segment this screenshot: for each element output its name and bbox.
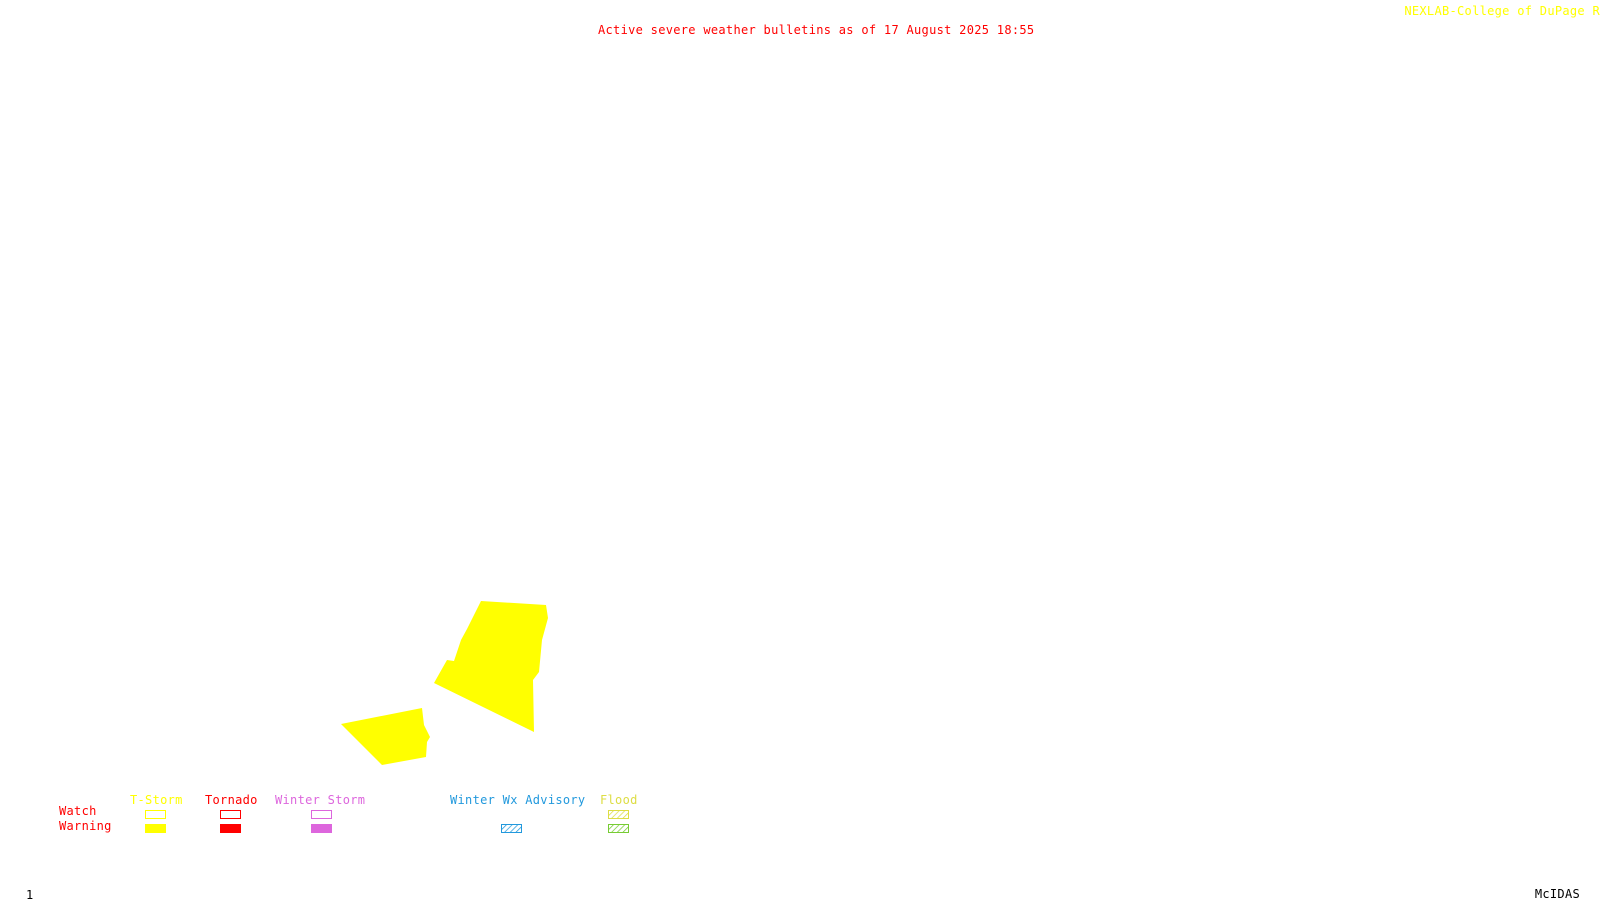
source-credit: NEXLAB-College of DuPage R — [1404, 4, 1600, 18]
legend-label-tstorm: T-Storm — [130, 793, 183, 807]
tstorm-warning-polygon-south[interactable] — [341, 708, 430, 765]
legend-flood-warning-swatch — [608, 824, 629, 833]
tstorm-warning-polygon-north[interactable] — [434, 601, 548, 732]
legend-flood-watch-swatch — [608, 810, 629, 819]
legend-label-winter-wx-advisory: Winter Wx Advisory — [450, 793, 586, 807]
legend-tornado-warning-swatch — [220, 824, 241, 833]
legend-row-label-warning: Warning — [59, 819, 112, 833]
software-label: McIDAS — [1534, 887, 1580, 900]
legend-label-flood: Flood — [600, 793, 638, 807]
legend-tstorm-watch-swatch — [145, 810, 166, 819]
legend-winter-storm-watch-swatch — [311, 810, 332, 819]
legend-label-winter-storm: Winter Storm — [275, 793, 366, 807]
frame-number: 1 — [26, 888, 34, 900]
page-title: Active severe weather bulletins as of 17… — [598, 23, 1035, 37]
legend-tstorm-warning-swatch — [145, 824, 166, 833]
legend-winter-wx-advisory-swatch — [501, 824, 522, 833]
legend-winter-storm-warning-swatch — [311, 824, 332, 833]
legend-tornado-watch-swatch — [220, 810, 241, 819]
legend-label-tornado: Tornado — [205, 793, 258, 807]
legend-row-label-watch: Watch — [59, 804, 97, 818]
